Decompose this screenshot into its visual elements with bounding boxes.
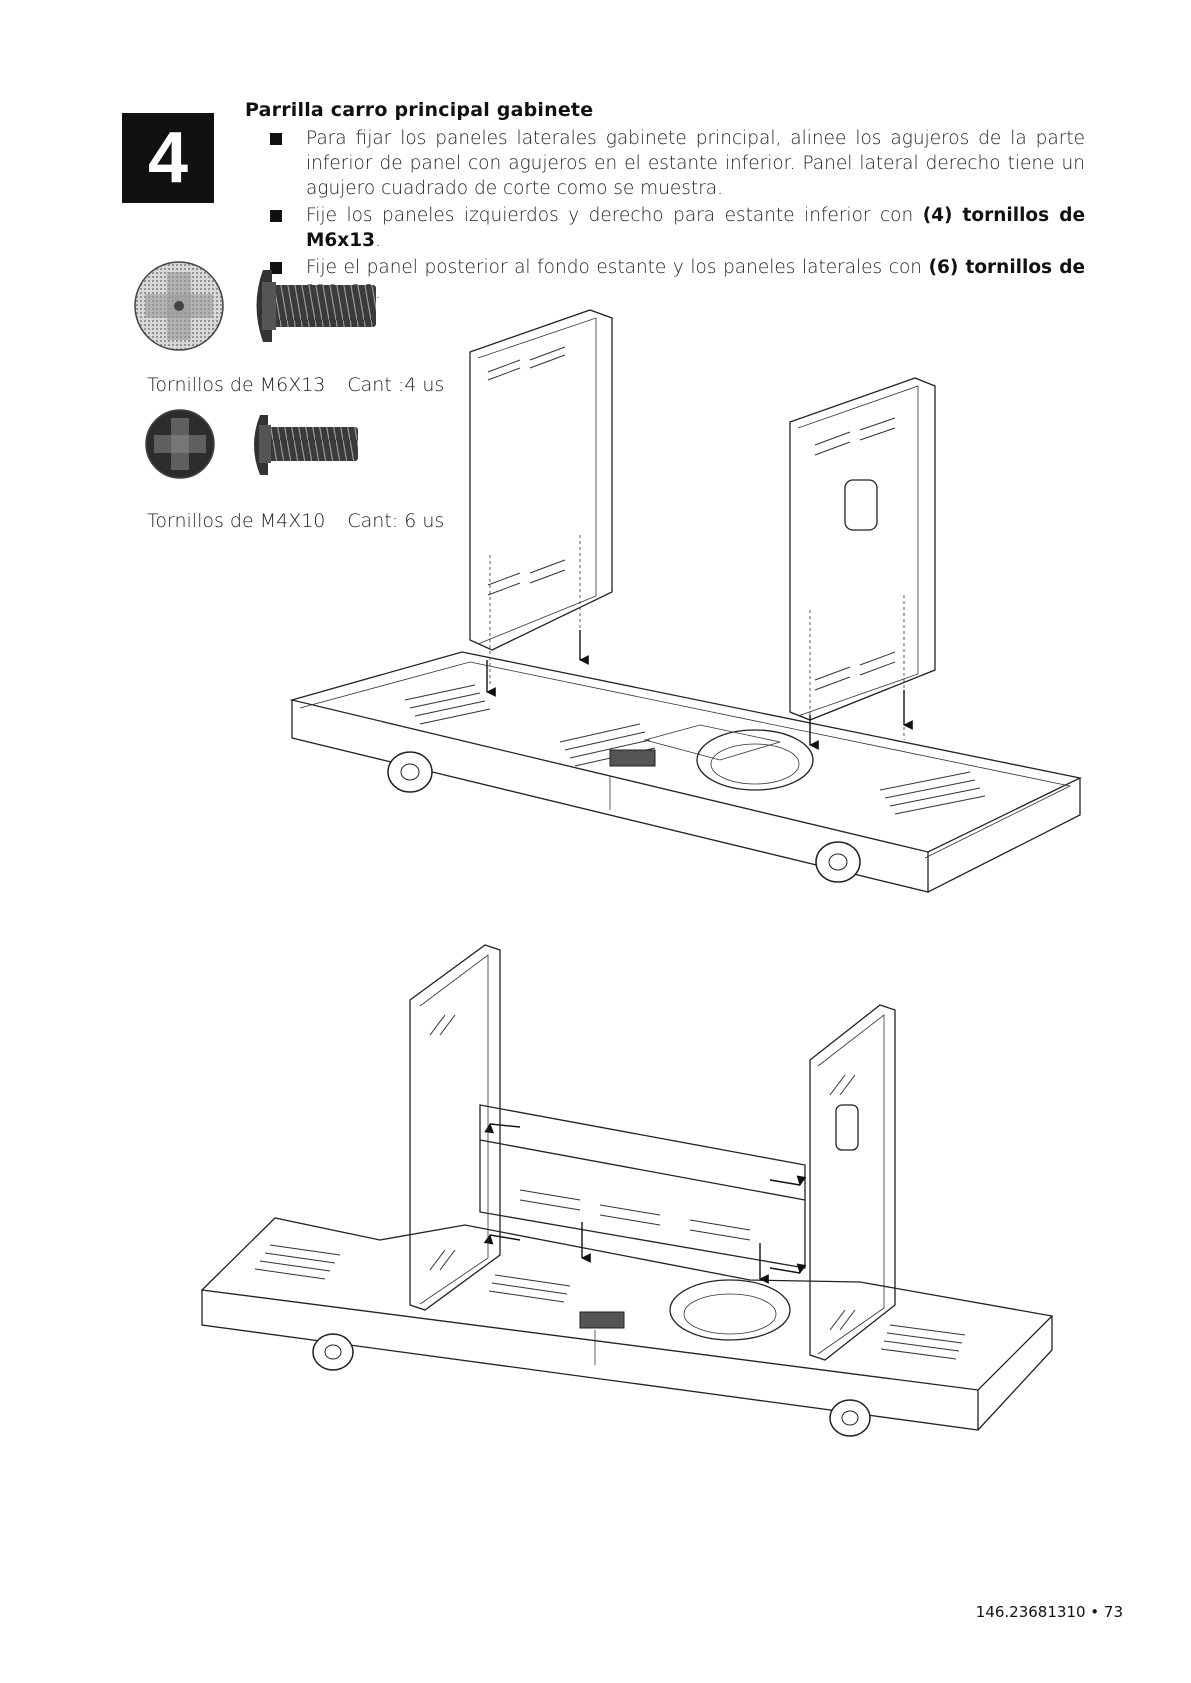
bullet-square-icon (270, 210, 282, 222)
hardware-qty: Cant: 6 us (347, 510, 445, 532)
page-number: 146.23681310 • 73 (975, 1603, 1123, 1621)
instruction-tail: . (374, 230, 381, 251)
instruction-text: Fije los paneles izquierdos y derecho pa… (306, 205, 923, 226)
screw-m4x10-side-icon (254, 415, 358, 475)
wheel-icon (312, 1333, 354, 1371)
hardware-name: Tornillos de M6X13 (147, 374, 326, 396)
screw-m4x10-head-icon (145, 409, 215, 479)
wheel-icon (829, 1399, 871, 1437)
screw-m6x13-side-icon (256, 270, 376, 342)
instruction-text: Fije el panel posterior al fondo estante… (306, 257, 929, 278)
instruction-item: Fije los paneles izquierdos y derecho pa… (270, 203, 1085, 253)
bullet-square-icon (270, 133, 282, 145)
bullet-square-icon (270, 262, 282, 274)
instruction-list: Para fijar los paneles laterales gabinet… (270, 126, 1085, 307)
hardware-label-m6x13: Tornillos de M6X13 Cant :4 us (147, 374, 466, 396)
step-number-badge: 4 (122, 113, 214, 203)
hardware-label-m4x10: Tornillos de M4X10 Cant: 6 us (147, 510, 466, 532)
instruction-hardware-ref: (4) tornillos de M6x13 (306, 205, 1085, 251)
hardware-qty: Cant :4 us (347, 374, 445, 396)
wheel-icon (815, 841, 861, 883)
step-heading: Parrilla carro principal gabinete (245, 99, 594, 121)
instruction-item: Para fijar los paneles laterales gabinet… (270, 126, 1085, 201)
assembled-view-diagram (200, 944, 1054, 1437)
exploded-view-diagram (289, 309, 1083, 893)
wheel-icon (387, 751, 433, 793)
instruction-text: Para fijar los paneles laterales gabinet… (306, 128, 1085, 199)
screw-m6x13-head-icon (134, 261, 224, 351)
hardware-name: Tornillos de M4X10 (147, 510, 326, 532)
instruction-tail: . (374, 282, 381, 303)
